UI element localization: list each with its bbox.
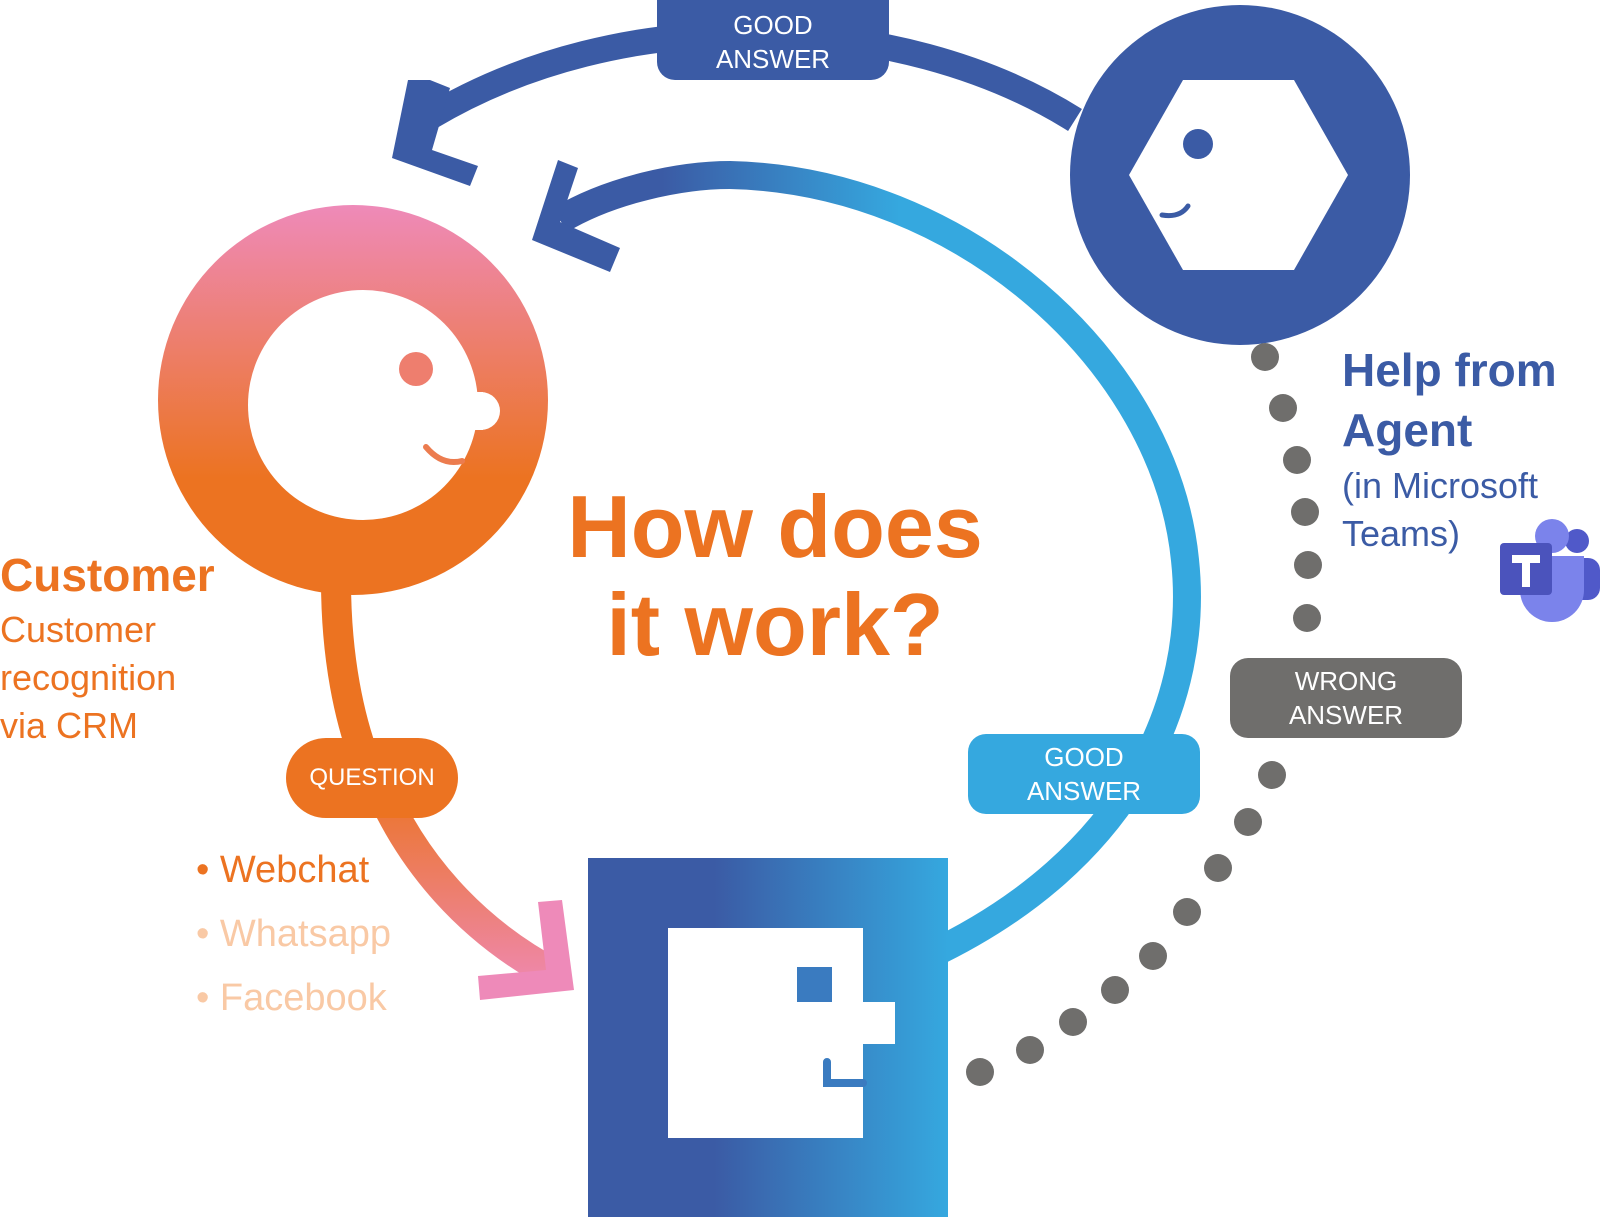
bullet: • — [196, 849, 210, 891]
channel-list: • Webchat • Whatsapp • Facebook — [196, 838, 391, 1030]
agent-heading: Help from Agent — [1342, 340, 1557, 460]
agent-sub-line: Teams) — [1342, 513, 1461, 554]
customer-desc-line: recognition — [0, 657, 177, 698]
agent-subtitle: (in Microsoft Teams) — [1342, 462, 1538, 558]
path-dot — [1293, 604, 1321, 632]
path-dot — [1258, 761, 1286, 789]
customer-description: Customer recognition via CRM — [0, 606, 176, 750]
channel-item-webchat: • Webchat — [196, 838, 391, 902]
title-line-1: How does — [567, 477, 983, 576]
page-title: How does it work? — [540, 478, 1010, 674]
customer-desc-line: Customer — [0, 609, 157, 650]
path-dot — [1294, 551, 1322, 579]
path-dot — [1291, 498, 1319, 526]
path-dot — [1139, 942, 1167, 970]
agent-sub-line: (in Microsoft — [1342, 465, 1539, 506]
channel-item-whatsapp: • Whatsapp — [196, 902, 391, 966]
path-dot — [1173, 898, 1201, 926]
agent-heading-line: Agent — [1342, 404, 1473, 456]
path-dot — [1283, 446, 1311, 474]
agent-heading-line: Help from — [1342, 344, 1557, 396]
channel-label: Webchat — [219, 849, 370, 891]
path-dot — [966, 1058, 994, 1086]
path-dot — [1101, 976, 1129, 1004]
bullet: • — [196, 913, 210, 955]
escalation-dotted-path — [966, 343, 1322, 1086]
title-line-2: it work? — [606, 575, 944, 674]
path-dot — [1059, 1008, 1087, 1036]
question-label: QUESTION — [286, 738, 458, 818]
microsoft-teams-icon — [1500, 519, 1600, 622]
customer-heading: Customer — [0, 549, 215, 601]
path-dot — [1251, 343, 1279, 371]
path-dot — [1204, 854, 1232, 882]
path-dot — [1269, 394, 1297, 422]
channel-item-facebook: • Facebook — [196, 966, 391, 1030]
chatbot-face-icon — [588, 858, 948, 1217]
wrong-answer-label: WRONG ANSWER — [1230, 658, 1462, 738]
good-answer-label-top: GOOD ANSWER — [657, 0, 889, 80]
customer-face-icon — [158, 205, 548, 595]
path-dot — [1234, 808, 1262, 836]
path-dot — [1016, 1036, 1044, 1064]
good-answer-label-bottom: GOOD ANSWER — [968, 734, 1200, 814]
channel-label: Facebook — [219, 977, 387, 1019]
customer-stem — [321, 579, 380, 766]
bullet: • — [196, 977, 210, 1019]
customer-desc-line: via CRM — [0, 705, 139, 746]
channel-label: Whatsapp — [219, 913, 391, 955]
agent-face-icon — [1070, 5, 1410, 345]
